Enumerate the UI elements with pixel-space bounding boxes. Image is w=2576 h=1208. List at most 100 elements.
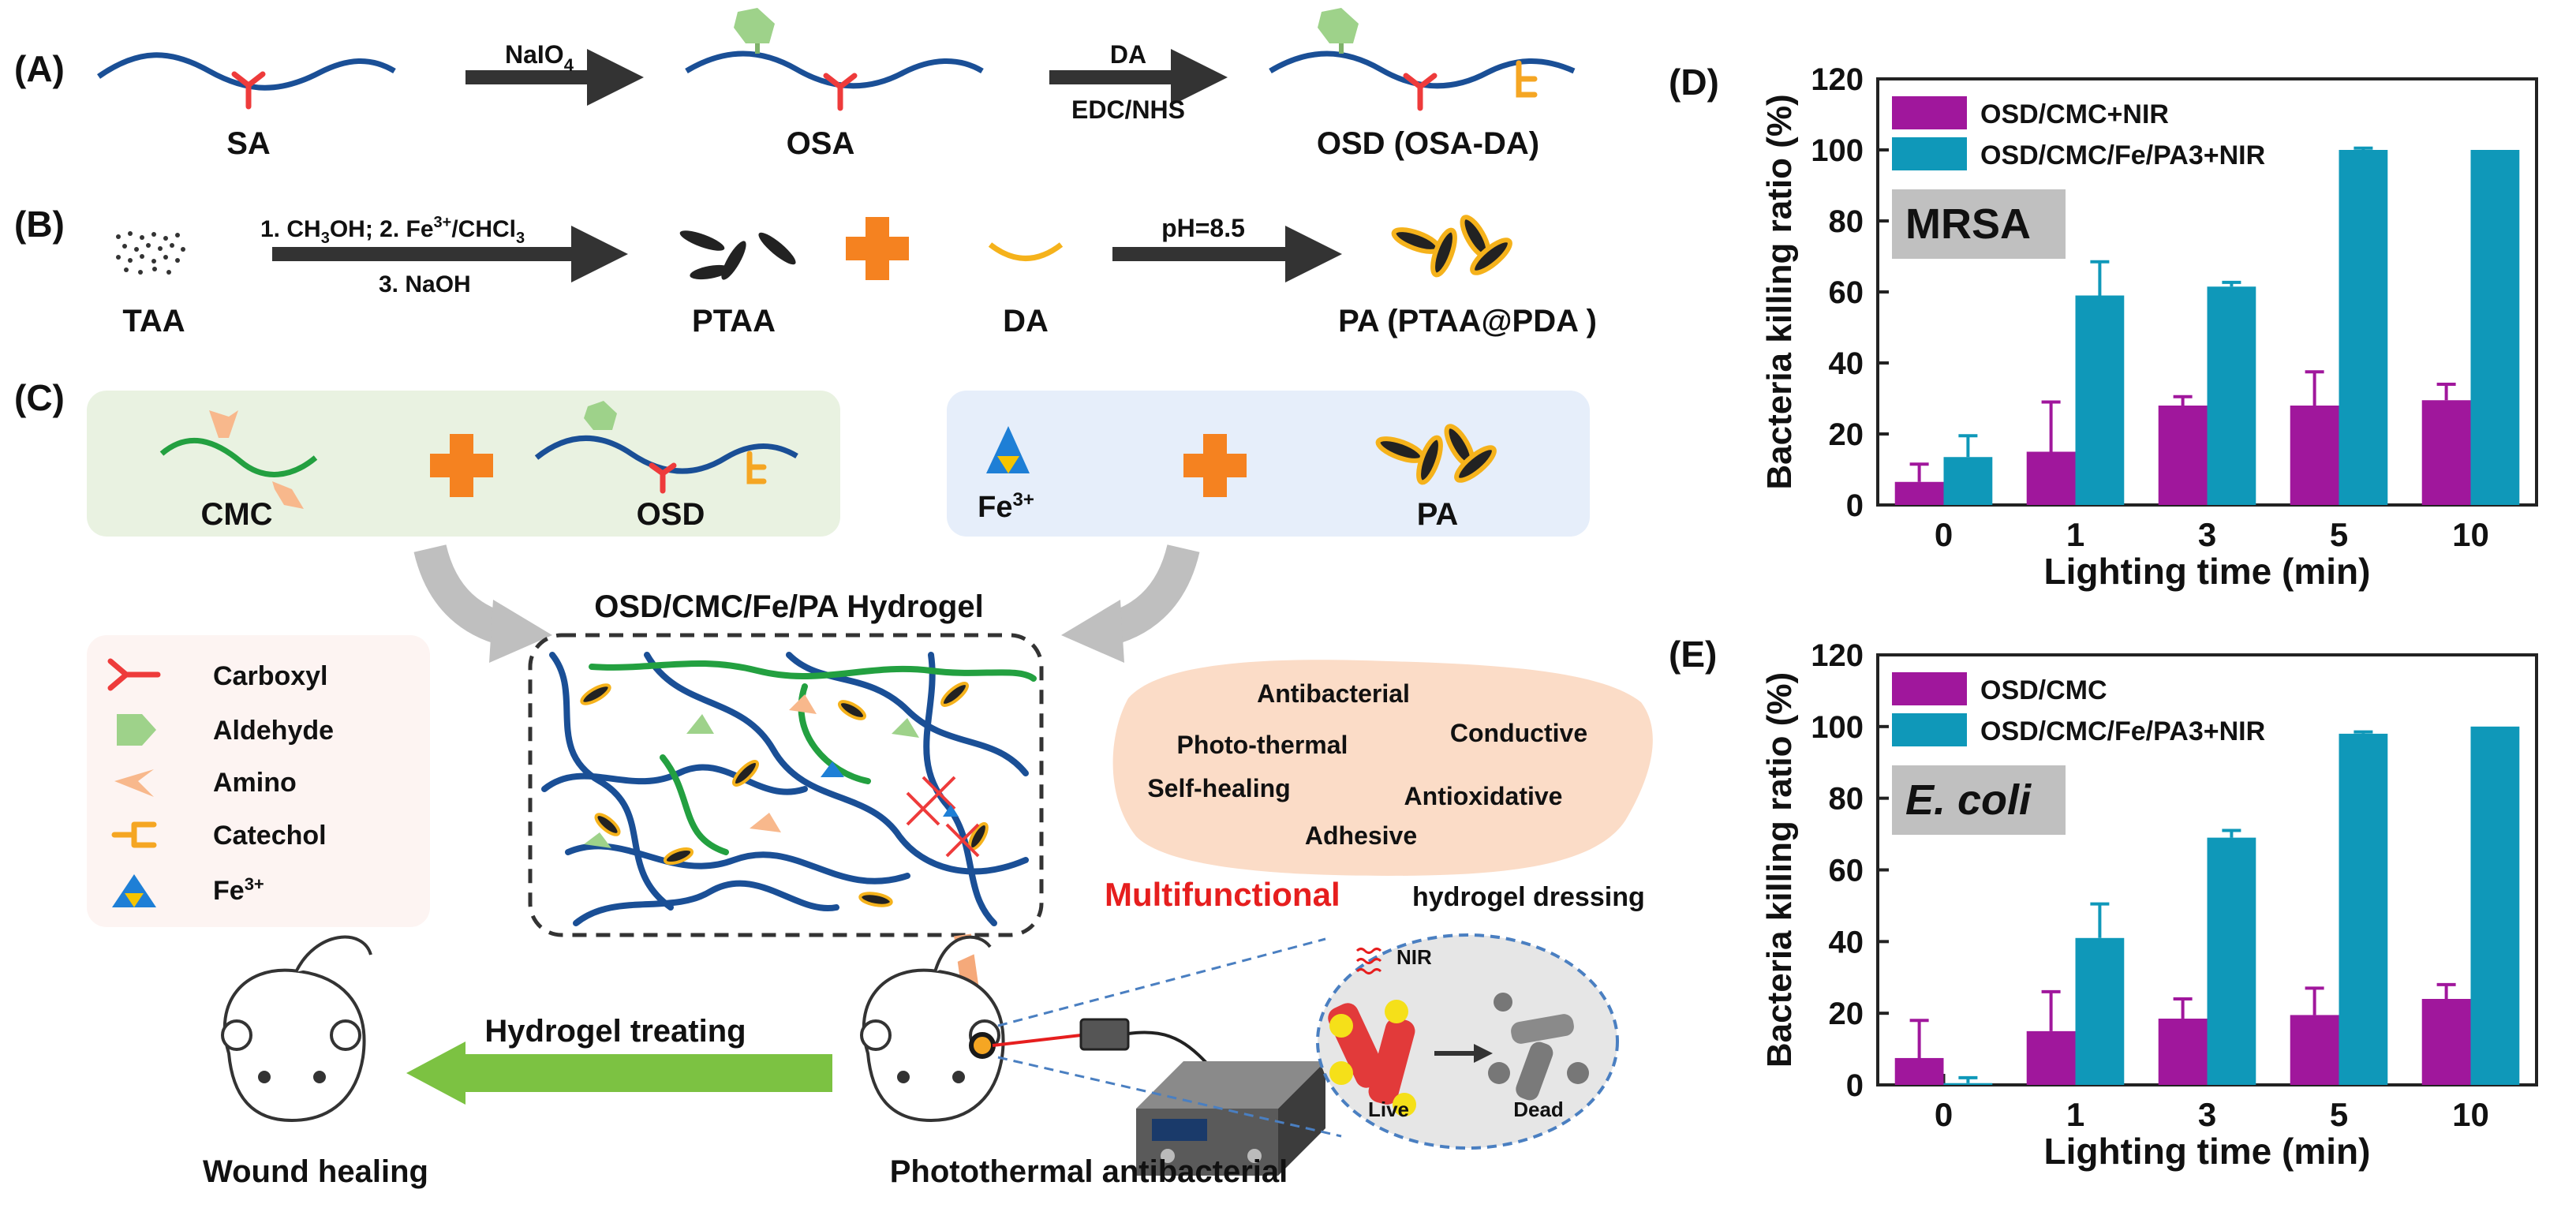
x-axis-label: Lighting time (min) <box>2044 551 2371 592</box>
ptaa-rods <box>679 230 796 280</box>
y-tick-label: 0 <box>1846 1068 1864 1103</box>
cmc-label: CMC <box>200 497 272 532</box>
zoom-lines <box>997 937 1342 1138</box>
carboxyl-icon <box>107 658 161 691</box>
bar-control <box>2290 406 2339 505</box>
x-tick-label: 5 <box>2330 1096 2348 1133</box>
hydrogel-treating-label: Hydrogel treating <box>484 1014 746 1049</box>
x-tick-label: 0 <box>1935 1096 1953 1133</box>
hydrogel-title: OSD/CMC/Fe/PA Hydrogel <box>594 589 983 624</box>
organism-label: E. coli <box>1905 776 2032 824</box>
network-pa-particles <box>580 682 989 907</box>
ptaa-synthesis-conditions: 1. CH3OH; 2. Fe3+/CHCl3 <box>260 214 525 247</box>
legend-carboxyl: Carboxyl <box>213 661 328 691</box>
fe-label: Fe3+ <box>978 489 1034 524</box>
property-adhesive: Adhesive <box>1305 821 1417 850</box>
sa-label: SA <box>226 126 271 161</box>
osd-label: OSD (OSA-DA) <box>1317 126 1539 161</box>
panel-b: (B) TAA 1. CH3OH; 2. Fe3+/CHCl3 3. NaOH … <box>14 204 1597 338</box>
y-tick-label: 100 <box>1811 710 1864 745</box>
legend-amino: Amino <box>213 768 297 798</box>
y-tick-label: 0 <box>1846 488 1864 523</box>
bar-treatment <box>2075 295 2125 505</box>
taa-label: TAA <box>122 304 185 338</box>
catechol-icon <box>1516 60 1538 98</box>
dressing-label: hydrogel dressing <box>1412 882 1645 912</box>
panel-label-b: (B) <box>14 204 65 245</box>
carboxyl-icon <box>649 462 677 494</box>
dead-label: Dead <box>1513 1098 1564 1121</box>
legend-label: OSD/CMC/Fe/PA3+NIR <box>1980 716 2265 746</box>
bar-control <box>2026 1030 2076 1085</box>
organism-box <box>1892 189 2066 259</box>
legend-swatch <box>1892 96 1967 129</box>
bar-treatment <box>1943 1083 1993 1085</box>
pa-particles-c <box>1375 424 1497 485</box>
legend-aldehyde: Aldehyde <box>213 716 334 746</box>
plus-icon <box>1183 434 1247 497</box>
osd-label-c: OSD <box>637 497 705 532</box>
panel-label-e: (E) <box>1669 634 1717 675</box>
osa-label: OSA <box>787 126 855 161</box>
catechol-icon <box>746 451 767 484</box>
live-bacteria <box>1328 1000 1416 1116</box>
functional-group-legend <box>87 635 430 927</box>
carboxyl-icon <box>823 73 858 111</box>
legend-swatch <box>1892 137 1967 170</box>
x-tick-label: 0 <box>1935 516 1953 553</box>
nir-waves <box>1355 948 1382 974</box>
panel-a: (A) SA NaIO4 OSA DA EDC/NHS <box>14 8 1576 161</box>
y-tick-label: 60 <box>1829 854 1864 888</box>
legend-label: OSD/CMC/Fe/PA3+NIR <box>1980 140 2265 170</box>
y-tick-label: 120 <box>1811 638 1864 673</box>
bar-control <box>2158 406 2208 505</box>
nir-label: NIR <box>1396 945 1432 969</box>
osd-chain-c <box>534 435 798 474</box>
x-tick-label: 1 <box>2066 1096 2084 1133</box>
amino-icon <box>209 410 238 438</box>
panel-label-c: (C) <box>14 377 65 418</box>
nir-laser-device <box>1136 1061 1325 1176</box>
aldehyde-icon <box>584 401 617 430</box>
organism-box <box>1892 765 2066 835</box>
y-tick-label: 100 <box>1811 133 1864 168</box>
x-axis-label: Lighting time (min) <box>2044 1131 2371 1172</box>
cmc-chain <box>159 437 318 477</box>
legend-label: OSD/CMC <box>1980 675 2107 705</box>
y-tick-label: 20 <box>1829 417 1864 452</box>
y-axis-label: Bacteria killing ratio (%) <box>1760 94 1799 489</box>
fe-icon <box>112 874 156 907</box>
bar-treatment <box>1943 457 1993 505</box>
property-photothermal: Photo-thermal <box>1177 731 1348 759</box>
bar-control <box>2290 1015 2339 1085</box>
ph-label: pH=8.5 <box>1161 214 1245 242</box>
bar-treatment <box>2207 837 2256 1085</box>
live-label: Live <box>1368 1098 1409 1121</box>
property-antioxidative: Antioxidative <box>1404 782 1563 810</box>
bar-treatment <box>2207 286 2256 505</box>
y-tick-label: 40 <box>1829 346 1864 381</box>
plus-icon <box>430 434 493 497</box>
legend-swatch <box>1892 713 1967 746</box>
hydrogel-network-box <box>528 633 1044 937</box>
catechol-icon <box>111 821 157 848</box>
y-tick-label: 120 <box>1811 62 1864 97</box>
aldehyde-icon <box>1318 8 1359 54</box>
bar-control <box>2421 400 2471 505</box>
y-tick-label: 80 <box>1829 782 1864 817</box>
precursor-box-crosslinkers <box>947 391 1590 537</box>
y-tick-label: 80 <box>1829 204 1864 239</box>
x-tick-label: 1 <box>2066 516 2084 553</box>
legend-fe: Fe3+ <box>213 874 264 906</box>
property-conductive: Conductive <box>1450 719 1587 747</box>
laser-beam <box>992 1034 1082 1047</box>
pa-label: PA (PTAA@PDA ) <box>1338 304 1597 338</box>
y-tick-label: 60 <box>1829 275 1864 310</box>
bar-control <box>1894 1057 1944 1085</box>
aldehyde-icon <box>117 714 156 746</box>
da-curve <box>988 242 1064 261</box>
ptaa-label: PTAA <box>692 304 776 338</box>
